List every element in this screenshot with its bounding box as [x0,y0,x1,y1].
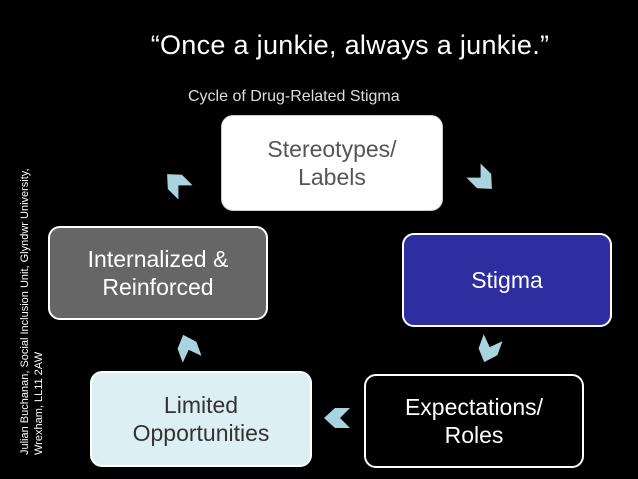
cycle-arrow-to-stereotypes-icon [157,166,197,202]
cycle-arrow-to-stigma-icon [462,161,502,197]
author-credit: Julian Buchanan, Social Inclusion Unit, … [18,168,46,455]
cycle-node-internalized: Internalized & Reinforced [48,226,268,320]
cycle-node-stigma-label: Stigma [471,267,543,293]
cycle-node-stigma: Stigma [402,233,612,327]
cycle-arrow-to-internalized-icon [168,330,208,366]
credit-line-2: Wrexham, LL11 2AW [33,351,45,455]
cycle-node-limited-label: Limited Opportunities [132,392,270,446]
cycle-node-expectations-label: Expectations/ Roles [404,394,544,448]
cycle-node-expectations: Expectations/ Roles [364,374,584,468]
cycle-arrow-to-limited-icon [318,400,358,436]
cycle-node-limited: Limited Opportunities [90,371,312,467]
cycle-node-internalized-label: Internalized & Reinforced [87,246,229,300]
cycle-arrow-to-expectations-icon [469,331,509,367]
slide-title: “Once a junkie, always a junkie.” [150,30,550,60]
diagram-subtitle: Cycle of Drug-Related Stigma [188,88,400,105]
cycle-node-stereotypes: Stereotypes/ Labels [221,115,443,211]
cycle-node-stereotypes-label: Stereotypes/ Labels [267,136,397,190]
credit-line-1: Julian Buchanan, Social Inclusion Unit, … [19,168,31,455]
